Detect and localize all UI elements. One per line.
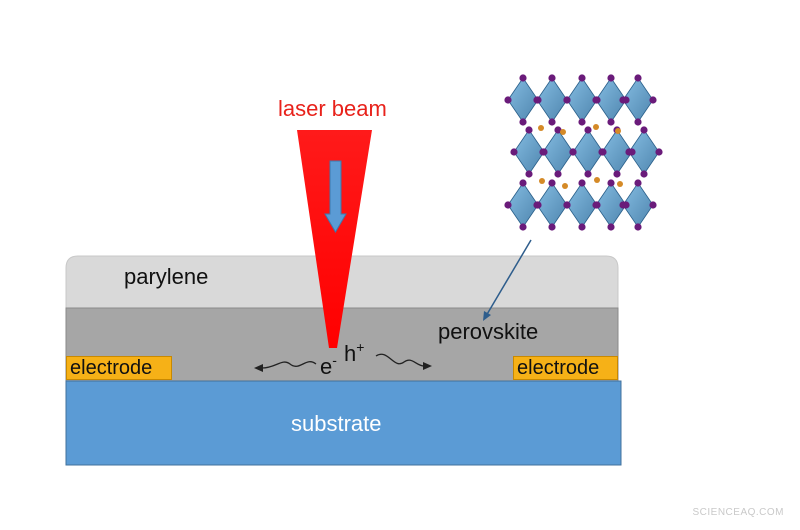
crystal-anion-atom xyxy=(578,74,586,82)
crystal-anion-atom xyxy=(578,223,586,231)
pointer-arrowhead xyxy=(483,311,491,321)
crystal-anion-atom xyxy=(649,201,657,209)
crystal-anion-atom xyxy=(510,148,518,156)
hole-squiggle-arrow xyxy=(375,353,425,367)
crystal-anion-atom xyxy=(584,170,592,178)
crystal-anion-atom xyxy=(519,179,527,187)
crystal-anion-atom xyxy=(592,201,600,209)
crystal-cation-atom xyxy=(617,181,623,187)
electrode-left: electrode xyxy=(66,356,172,380)
crystal-anion-atom xyxy=(525,126,533,134)
crystal-anion-atom xyxy=(634,223,642,231)
crystal-cation-atom xyxy=(560,129,566,135)
down-arrow-icon xyxy=(324,160,347,233)
crystal-cation-atom xyxy=(539,178,545,184)
crystal-cation-atom xyxy=(615,128,621,134)
crystal-anion-atom xyxy=(548,118,556,126)
substrate-label: substrate xyxy=(291,411,382,436)
substrate-layer xyxy=(65,380,622,466)
crystal-anion-atom xyxy=(613,170,621,178)
crystal-anion-atom xyxy=(592,96,600,104)
perovskite-crystal-illustration xyxy=(504,74,663,231)
pointer-line xyxy=(485,239,532,317)
crystal-cation-atom xyxy=(562,183,568,189)
electron-label: e- xyxy=(320,352,337,380)
crystal-anion-atom xyxy=(607,118,615,126)
crystal-anion-atom xyxy=(519,223,527,231)
crystal-anion-atom xyxy=(578,179,586,187)
crystal-cation-atom xyxy=(593,124,599,130)
crystal-anion-atom xyxy=(504,96,512,104)
crystal-anion-atom xyxy=(578,118,586,126)
crystal-anion-atom xyxy=(563,96,571,104)
crystal-anion-atom xyxy=(634,74,642,82)
crystal-anion-atom xyxy=(569,148,577,156)
crystal-anion-atom xyxy=(634,118,642,126)
watermark: SCIENCEAQ.COM xyxy=(692,507,784,518)
crystal-anion-atom xyxy=(640,170,648,178)
laser-beam xyxy=(297,130,372,348)
laser-beam-label: laser beam xyxy=(278,96,387,121)
crystal-anion-atom xyxy=(548,223,556,231)
crystal-cation-atom xyxy=(594,177,600,183)
crystal-anion-atom xyxy=(607,74,615,82)
crystal-anion-atom xyxy=(548,74,556,82)
crystal-anion-atom xyxy=(554,170,562,178)
perovskite-label: perovskite xyxy=(438,319,539,344)
hole-symbol: h xyxy=(344,341,357,366)
electron-symbol: e xyxy=(320,354,333,379)
crystal-anion-atom xyxy=(649,96,657,104)
crystal-anion-atom xyxy=(519,74,527,82)
hole-arrowhead xyxy=(423,362,432,370)
crystal-anion-atom xyxy=(619,96,627,104)
hole-label: h+ xyxy=(344,339,364,367)
crystal-anion-atom xyxy=(525,170,533,178)
crystal-anion-atom xyxy=(504,201,512,209)
crystal-cation-atom xyxy=(538,125,544,131)
crystal-anion-atom xyxy=(634,179,642,187)
crystal-anion-atom xyxy=(554,126,562,134)
crystal-anion-atom xyxy=(640,126,648,134)
electrode-right: electrode xyxy=(513,356,618,380)
crystal-anion-atom xyxy=(625,148,633,156)
crystal-anion-atom xyxy=(619,201,627,209)
crystal-anion-atom xyxy=(519,118,527,126)
parylene-label: parylene xyxy=(124,264,209,289)
hole-charge: + xyxy=(356,339,365,355)
crystal-anion-atom xyxy=(607,223,615,231)
crystal-anion-atom xyxy=(533,201,541,209)
crystal-anion-atom xyxy=(539,148,547,156)
crystal-anion-atom xyxy=(655,148,663,156)
electron-charge: - xyxy=(332,352,337,368)
crystal-anion-atom xyxy=(548,179,556,187)
crystal-anion-atom xyxy=(584,126,592,134)
electron-arrowhead xyxy=(254,364,263,372)
electron-squiggle-arrow xyxy=(261,361,317,369)
crystal-anion-atom xyxy=(598,148,606,156)
crystal-anion-atom xyxy=(607,179,615,187)
crystal-anion-atom xyxy=(533,96,541,104)
crystal-anion-atom xyxy=(563,201,571,209)
